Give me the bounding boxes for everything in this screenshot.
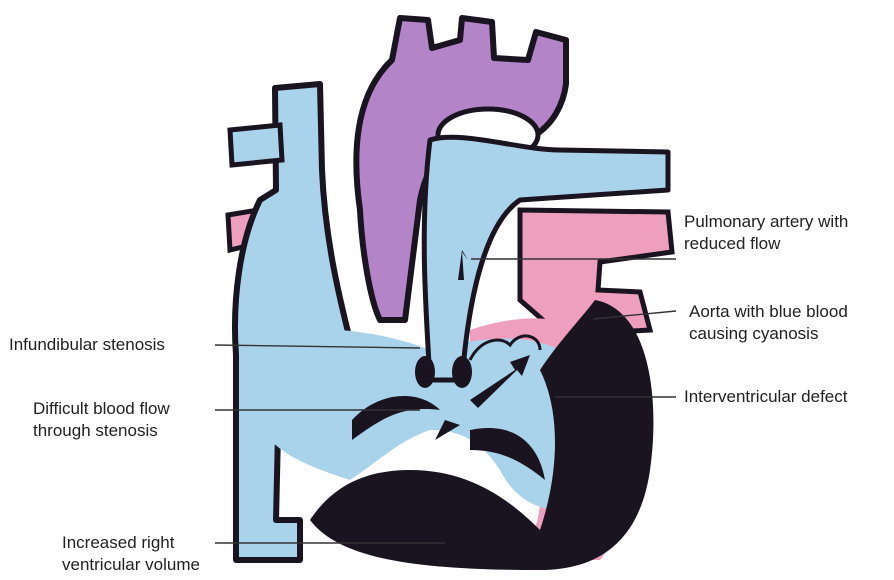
label-text: Difficult blood flow <box>33 398 170 420</box>
label-text: causing cyanosis <box>689 323 848 345</box>
label-right-ventricle: Increased right ventricular volume <box>62 532 200 576</box>
label-text: ventricular volume <box>62 554 200 576</box>
label-text: reduced flow <box>684 233 848 255</box>
label-infundibular-stenosis: Infundibular stenosis <box>9 334 165 356</box>
label-text: Interventricular defect <box>684 386 847 408</box>
label-interventricular-defect: Interventricular defect <box>684 386 847 408</box>
label-text: Infundibular stenosis <box>9 334 165 356</box>
label-aorta: Aorta with blue blood causing cyanosis <box>689 301 848 345</box>
label-difficult-flow: Difficult blood flow through stenosis <box>33 398 170 442</box>
label-pulmonary-artery: Pulmonary artery with reduced flow <box>684 211 848 255</box>
label-text: Pulmonary artery with <box>684 211 848 233</box>
label-text: Aorta with blue blood <box>689 301 848 323</box>
vena-cava-right-atrium <box>230 84 350 560</box>
label-text: Increased right <box>62 532 200 554</box>
label-text: through stenosis <box>33 420 170 442</box>
